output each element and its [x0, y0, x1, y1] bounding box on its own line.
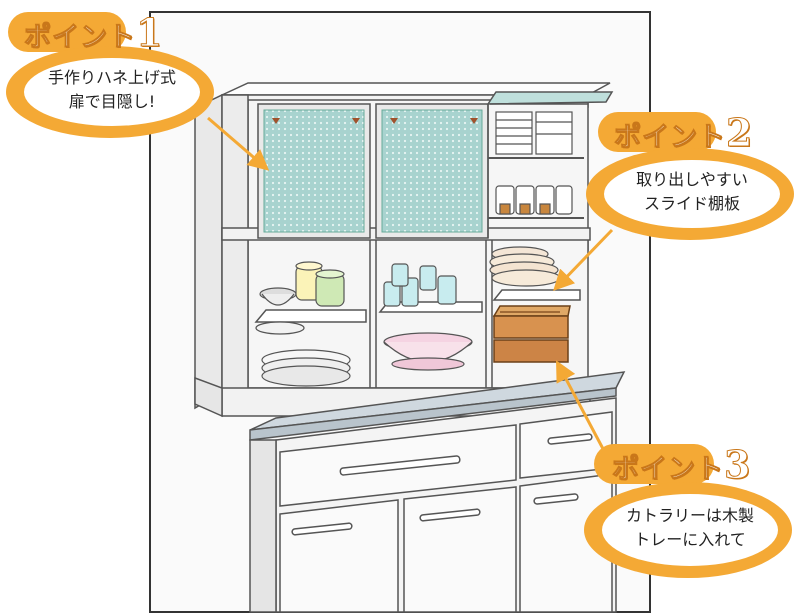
plate-stack-icon [255, 321, 351, 387]
callout-title: ポイント2 [614, 110, 754, 156]
callout-bubble-3 [584, 444, 792, 578]
hinge-icon [272, 118, 280, 124]
hinge-icon [352, 118, 360, 124]
callout-title: ポイント3 [612, 442, 752, 488]
pink-bowl-icon [383, 332, 473, 371]
arrow-icon [207, 116, 614, 463]
lower-cabinet [249, 371, 626, 613]
flap-door-left [257, 103, 371, 239]
stacked-plates-right [489, 246, 561, 287]
callout-number: 2 [725, 110, 754, 156]
callout-text: カトラリーは木製 トレーに入れて [625, 506, 754, 549]
hinge-icon [390, 118, 398, 124]
callout-text: 手作りハネ上げ式 扉で目隠し! [47, 68, 176, 111]
hinge-icon [470, 118, 478, 124]
callout-bubble-1 [6, 12, 214, 138]
callout-number: 1 [135, 10, 164, 56]
callout-text: 取り出しやすい スライド棚板 [636, 170, 748, 213]
callout-title-label: ポイント [24, 22, 136, 54]
callout-bubble-2 [586, 112, 794, 240]
callout-title-label: ポイント [612, 454, 724, 486]
upper-right-shelf [488, 111, 584, 219]
flap-door-open [486, 91, 614, 238]
bowl-icon [259, 261, 345, 307]
callout-title: ポイント1 [24, 10, 164, 56]
flap-door-right [375, 103, 489, 239]
shelf-partitions [254, 240, 581, 388]
callout-title-label: ポイント [614, 122, 726, 154]
glass-icon [383, 263, 457, 307]
cup-icon [495, 185, 573, 215]
tray-icon [492, 305, 571, 363]
callout-number: 3 [723, 442, 752, 488]
